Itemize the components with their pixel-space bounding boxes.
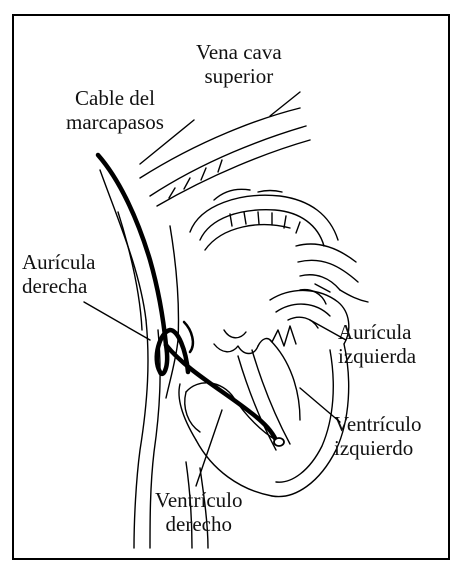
leader-right-atrium [84,302,150,340]
leader-left-atrium [310,320,346,340]
leader-right-ventricle [196,410,222,486]
leader-left-ventricle [300,388,340,422]
leader-vena-cava [270,92,300,116]
